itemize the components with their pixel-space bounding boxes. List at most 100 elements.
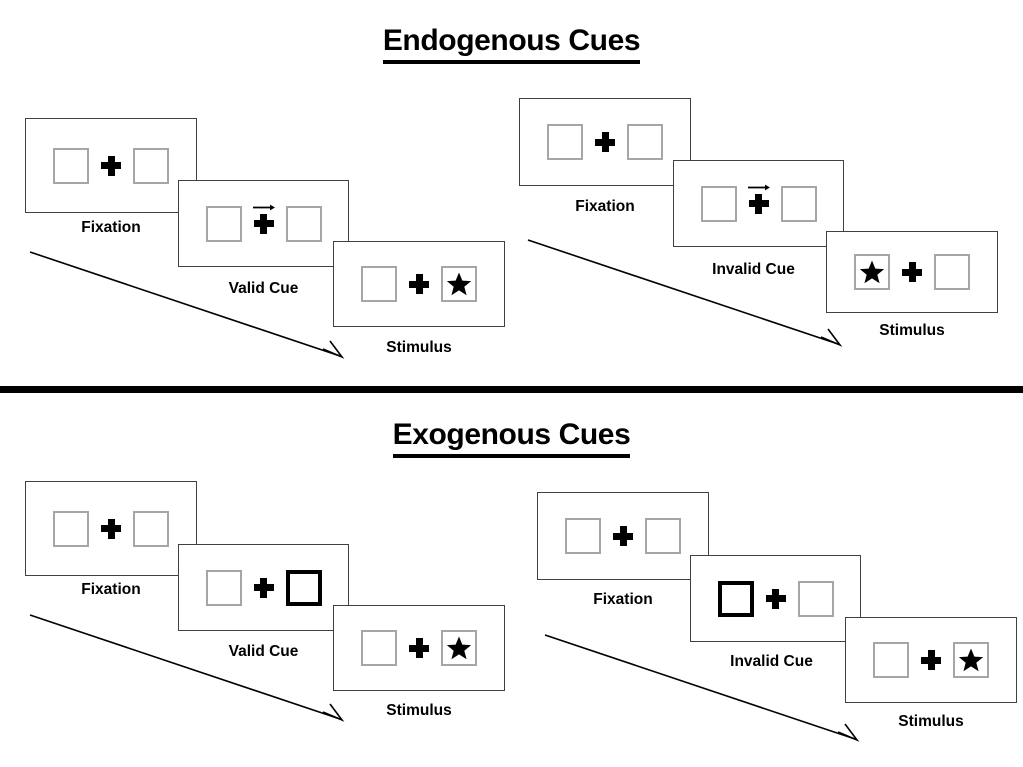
panel-exogenous-invalid-stimulus: [845, 617, 1017, 703]
diagonal-arrow-icon: [29, 614, 345, 722]
left-placeholder-box: [565, 518, 601, 554]
stage-label-exogenous-invalid-fixation: Fixation: [593, 591, 653, 608]
left-placeholder-box: [700, 185, 737, 222]
left-placeholder-box: [53, 147, 89, 184]
left-placeholder-box: [205, 569, 242, 606]
right-target-box: [953, 642, 989, 678]
left-target-box: [854, 254, 890, 290]
diagonal-arrow-icon: [29, 251, 345, 359]
panel-endogenous-valid-stimulus: [333, 241, 505, 327]
left-cued-box: [717, 580, 754, 617]
section-title-endogenous: Endogenous Cues: [0, 24, 1023, 64]
fixation-cross-slot: [583, 120, 627, 164]
diagonal-arrow-icon: [544, 634, 860, 742]
plus-icon: [748, 193, 769, 214]
fixation-cross-slot: [601, 514, 645, 558]
time-progression-arrow-exogenous-valid: [29, 614, 350, 727]
section-title-exogenous: Exogenous Cues: [0, 418, 1023, 458]
panel-endogenous-valid-cue: [178, 180, 349, 267]
panel-content: [674, 161, 843, 246]
star-icon: [446, 636, 472, 660]
stage-label-exogenous-invalid-cue: Invalid Cue: [730, 653, 813, 670]
panel-exogenous-valid-cue: [178, 544, 349, 631]
plus-icon: [613, 526, 633, 546]
time-progression-arrow-endogenous-valid: [29, 251, 350, 364]
left-placeholder-box: [361, 630, 397, 666]
time-progression-arrow-exogenous-invalid: [544, 634, 865, 747]
left-placeholder-box: [547, 124, 583, 160]
fixation-cross-slot: [754, 577, 798, 621]
section-title-exogenous-text: Exogenous Cues: [392, 418, 631, 458]
right-placeholder-box: [780, 185, 817, 222]
panel-exogenous-invalid-cue: [690, 555, 861, 642]
stage-label-exogenous-valid-fixation: Fixation: [81, 581, 141, 598]
plus-icon: [101, 518, 121, 539]
panel-exogenous-invalid-fixation: [537, 492, 709, 580]
right-placeholder-box: [645, 518, 681, 554]
panel-content: [846, 618, 1016, 702]
right-target-box: [441, 266, 477, 302]
left-placeholder-box: [205, 205, 242, 242]
stimulus-row: [565, 514, 681, 558]
right-cued-box: [285, 569, 322, 606]
star-icon: [859, 260, 885, 284]
panel-content: [691, 556, 860, 641]
plus-icon: [595, 132, 615, 152]
panel-endogenous-invalid-fixation: [519, 98, 691, 186]
stage-label-endogenous-invalid-cue: Invalid Cue: [712, 261, 795, 278]
plus-icon: [921, 650, 941, 670]
stimulus-row: [205, 202, 322, 246]
panel-content: [334, 606, 504, 690]
fixation-cross-slot: [89, 144, 133, 188]
stimulus-row: [53, 144, 169, 188]
panel-content: [538, 493, 708, 579]
right-placeholder-box: [934, 254, 970, 290]
right-placeholder-box: [133, 147, 169, 184]
panel-content: [520, 99, 690, 185]
panel-content: [26, 482, 196, 575]
left-placeholder-box: [361, 266, 397, 302]
fixation-cross-slot: [737, 182, 781, 226]
stage-label-endogenous-invalid-fixation: Fixation: [575, 198, 635, 215]
stimulus-row: [53, 507, 169, 551]
panel-content: [179, 545, 348, 630]
panel-endogenous-invalid-cue: [673, 160, 844, 247]
plus-icon: [253, 577, 274, 598]
fixation-cross-slot: [242, 202, 286, 246]
fixation-cross-slot: [397, 262, 441, 306]
time-progression-arrow-endogenous-invalid: [527, 239, 848, 352]
section-title-endogenous-text: Endogenous Cues: [382, 24, 641, 64]
stimulus-row: [873, 638, 989, 682]
panel-exogenous-valid-fixation: [25, 481, 197, 576]
plus-icon: [253, 213, 274, 234]
stimulus-row: [361, 626, 477, 670]
plus-icon: [101, 155, 121, 176]
panel-exogenous-valid-stimulus: [333, 605, 505, 691]
fixation-cross-slot: [89, 507, 133, 551]
arrow-right-icon: [747, 183, 771, 192]
right-placeholder-box: [797, 580, 834, 617]
stimulus-row: [361, 262, 477, 306]
stimulus-row: [717, 577, 834, 621]
panel-content: [334, 242, 504, 326]
fixation-cross-slot: [242, 566, 286, 610]
plus-icon: [409, 274, 429, 294]
stimulus-row: [854, 250, 970, 294]
right-target-box: [441, 630, 477, 666]
stimulus-row: [700, 182, 817, 226]
star-icon: [446, 272, 472, 296]
plus-icon: [765, 588, 786, 609]
stimulus-row: [205, 566, 322, 610]
panel-content: [26, 119, 196, 212]
diagonal-arrow-icon: [527, 239, 843, 347]
stage-label-exogenous-invalid-stimulus: Stimulus: [898, 713, 964, 730]
stimulus-row: [547, 120, 663, 164]
plus-icon: [409, 638, 429, 658]
stage-label-endogenous-valid-fixation: Fixation: [81, 219, 141, 236]
fixation-cross-slot: [397, 626, 441, 670]
fixation-cross-slot: [890, 250, 934, 294]
section-divider: [0, 386, 1023, 393]
stage-label-endogenous-valid-stimulus: Stimulus: [386, 339, 452, 356]
arrow-right-icon: [252, 203, 276, 212]
